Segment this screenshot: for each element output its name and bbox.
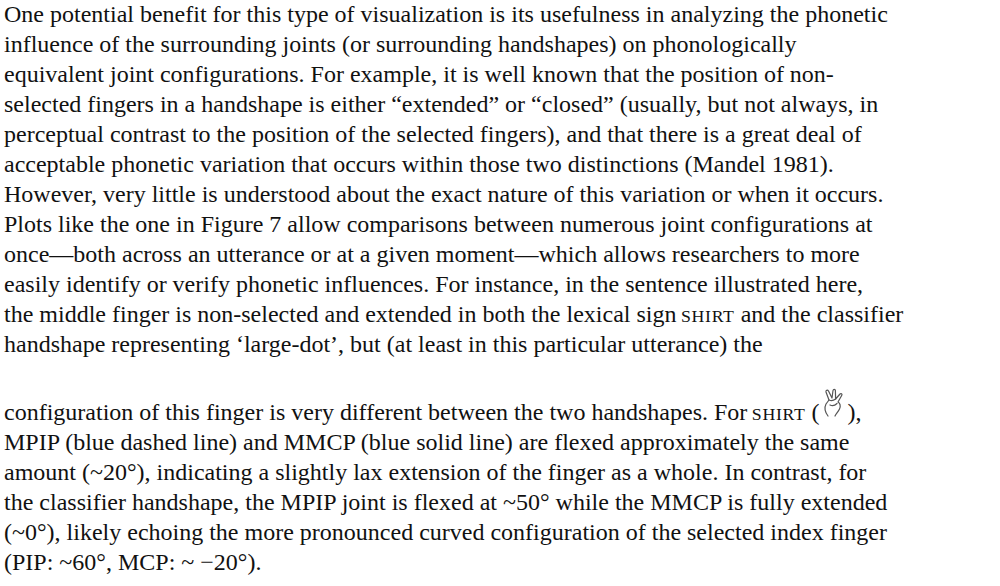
small-caps-gloss: SHIRT (752, 400, 806, 428)
paragraph-text: amount (~20°), indicating a slightly lax… (4, 458, 866, 486)
paragraph-text: influence of the surrounding joints (or … (4, 30, 797, 58)
text-line: (PIP: ~60°, MCP: ~ −20°). (4, 548, 261, 576)
paragraph-text: (~0°), likely echoing the more pronounce… (4, 518, 887, 546)
small-caps-gloss: SHIRT (681, 302, 735, 330)
text-line: Plots like the one in Figure 7 allow com… (4, 210, 873, 238)
paragraph-text: and the classifier (741, 300, 904, 328)
paragraph-text: once—both across an utterance or at a gi… (4, 240, 860, 268)
text-line: However, very little is understood about… (4, 180, 883, 208)
paragraph-text: Plots like the one in Figure 7 allow com… (4, 210, 873, 238)
paragraph-text: handshape representing ‘large-dot’, but … (4, 330, 763, 358)
paragraph-text: ( (812, 398, 820, 426)
text-line: equivalent joint configurations. For exa… (4, 60, 834, 88)
text-line: perceptual contrast to the position of t… (4, 120, 862, 148)
paragraph-text: acceptable phonetic variation that occur… (4, 150, 834, 178)
text-line: (~0°), likely echoing the more pronounce… (4, 518, 887, 546)
paragraph-text: equivalent joint configurations. For exa… (4, 60, 834, 88)
text-line: the classifier handshape, the MPIP joint… (4, 488, 887, 516)
paragraph-text: MPIP (blue dashed line) and MMCP (blue s… (4, 428, 849, 456)
paragraph-text: However, very little is understood about… (4, 180, 883, 208)
paragraph-text: perceptual contrast to the position of t… (4, 120, 862, 148)
text-line: selected fingers in a handshape is eithe… (4, 90, 878, 118)
paragraph-text: configuration of this finger is very dif… (4, 398, 747, 426)
text-line: configuration of this finger is very dif… (4, 398, 862, 428)
text-line: amount (~20°), indicating a slightly lax… (4, 458, 866, 486)
paragraph-text: the middle finger is non-selected and ex… (4, 300, 676, 328)
text-line: One potential benefit for this type of v… (4, 0, 888, 28)
text-line: the middle finger is non-selected and ex… (4, 300, 903, 330)
text-line: easily identify or verify phonetic influ… (4, 270, 863, 298)
paragraph-text: ), (848, 398, 862, 426)
text-line: influence of the surrounding joints (or … (4, 30, 797, 58)
paragraph-text: easily identify or verify phonetic influ… (4, 270, 863, 298)
paragraph-text: One potential benefit for this type of v… (4, 0, 888, 28)
text-line: handshape representing ‘large-dot’, but … (4, 330, 763, 358)
text-line: acceptable phonetic variation that occur… (4, 150, 834, 178)
text-line: MPIP (blue dashed line) and MMCP (blue s… (4, 428, 849, 456)
text-line: once—both across an utterance or at a gi… (4, 240, 860, 268)
paragraph-text: (PIP: ~60°, MCP: ~ −20°). (4, 548, 261, 576)
paragraph-text: the classifier handshape, the MPIP joint… (4, 488, 887, 516)
paragraph-text: selected fingers in a handshape is eithe… (4, 90, 878, 118)
handshape-icon (821, 388, 847, 418)
